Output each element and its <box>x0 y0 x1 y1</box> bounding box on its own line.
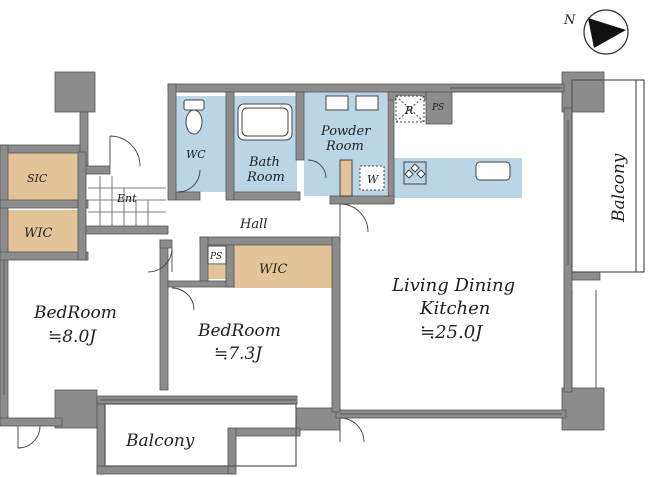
balcony-right-outline <box>571 79 645 273</box>
cooktop <box>403 161 427 185</box>
fixtures <box>183 95 511 265</box>
entrance-label: Ent <box>116 192 137 205</box>
wic-center-label: WIC <box>259 262 287 277</box>
bedroom2-size: ≒7.3J <box>214 344 263 364</box>
refrigerator-box <box>395 95 425 123</box>
balcony-right-label: Balcony <box>609 153 629 223</box>
toilet-tank <box>183 99 205 111</box>
entrance-tile <box>88 176 166 226</box>
refrigerator-label: R <box>404 104 413 117</box>
ps-hall-floor <box>203 265 227 279</box>
sic-label: SIC <box>27 172 48 185</box>
bedroom1-size: ≒8.0J <box>48 327 97 347</box>
compass-north: N <box>563 13 576 28</box>
powder-label-2: Room <box>325 139 364 154</box>
wic-center-floor <box>233 244 337 288</box>
column-top-right <box>561 71 605 113</box>
bedroom2-name: BedRoom <box>197 321 281 341</box>
balcony-bottom-outline <box>104 403 297 467</box>
vanity-right <box>355 95 379 111</box>
wic-left-label: WIC <box>24 226 52 241</box>
sic-floor <box>8 152 78 200</box>
ps-kitchen-label: PS <box>431 103 444 113</box>
ldk-label-1: Living Dining <box>391 275 515 296</box>
wc-label: WC <box>186 148 206 161</box>
windows <box>3 87 597 415</box>
bath-label-2: Room <box>246 170 285 185</box>
balcony-bottom-label: Balcony <box>125 431 195 451</box>
ps-hall-label: PS <box>209 252 222 262</box>
ps-hall-box <box>207 245 227 265</box>
ldk-label-2: Kitchen <box>419 298 490 319</box>
sink <box>475 161 511 181</box>
washer-box <box>359 165 385 191</box>
column-top-left <box>54 71 96 113</box>
vanity-left <box>325 95 349 111</box>
bedroom1-name: BedRoom <box>33 303 117 323</box>
room-labels: SIC WIC Ent WC Bath Room Powder Room W R… <box>24 103 629 451</box>
bath-label-1: Bath <box>248 155 280 170</box>
ldk-size: ≒25.0J <box>420 322 484 343</box>
wic-left-floor <box>8 210 78 252</box>
washer-label: W <box>367 173 380 186</box>
powder-cabinet <box>339 159 353 197</box>
entrance-tile-grid <box>88 176 166 226</box>
hall-label: Hall <box>239 217 267 232</box>
doors <box>17 135 369 449</box>
compass-icon: N <box>563 9 629 55</box>
powder-label-1: Powder <box>320 124 371 139</box>
toilet-bowl <box>185 109 203 135</box>
wc-floor <box>175 96 227 192</box>
balcony-outlines <box>104 79 645 467</box>
column-bottom-right <box>561 387 605 431</box>
